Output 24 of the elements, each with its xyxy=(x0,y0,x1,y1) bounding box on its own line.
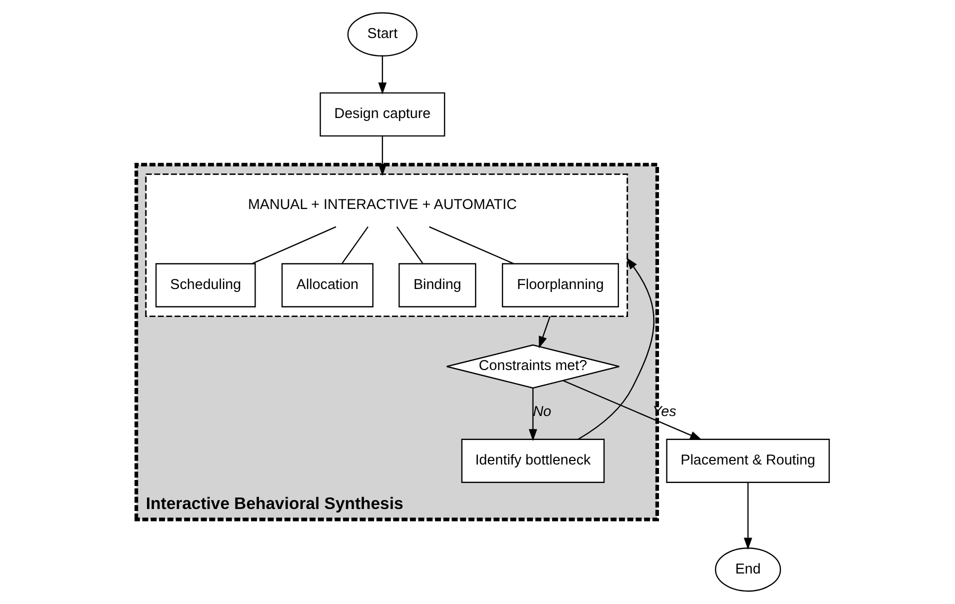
cluster xyxy=(144,173,628,318)
node-box: Placement & Routing xyxy=(666,438,830,483)
node-box: Binding xyxy=(398,263,476,308)
arrow xyxy=(528,388,537,442)
arrow xyxy=(562,380,702,440)
node-box: Allocation xyxy=(280,263,373,308)
node-ellipse: Start xyxy=(346,12,418,56)
arrow xyxy=(538,316,550,348)
node-diamond: Constraints met? xyxy=(446,344,620,389)
edge-label: No xyxy=(532,404,551,420)
connector xyxy=(341,226,368,264)
node-ellipse: End xyxy=(714,548,781,592)
connector xyxy=(251,226,336,264)
arrow xyxy=(743,482,752,550)
node-box: Floorplanning xyxy=(501,263,618,308)
arrow xyxy=(578,257,654,440)
connector xyxy=(396,226,423,264)
node-box: Design capture xyxy=(319,92,445,137)
node-box: Identify bottleneck xyxy=(460,438,604,483)
arrow xyxy=(378,56,386,95)
node-box: Scheduling xyxy=(154,263,256,308)
connector xyxy=(428,226,514,264)
arrow xyxy=(378,136,386,176)
node-text: MANUAL + INTERACTIVE + AUTOMATIC xyxy=(248,196,516,213)
